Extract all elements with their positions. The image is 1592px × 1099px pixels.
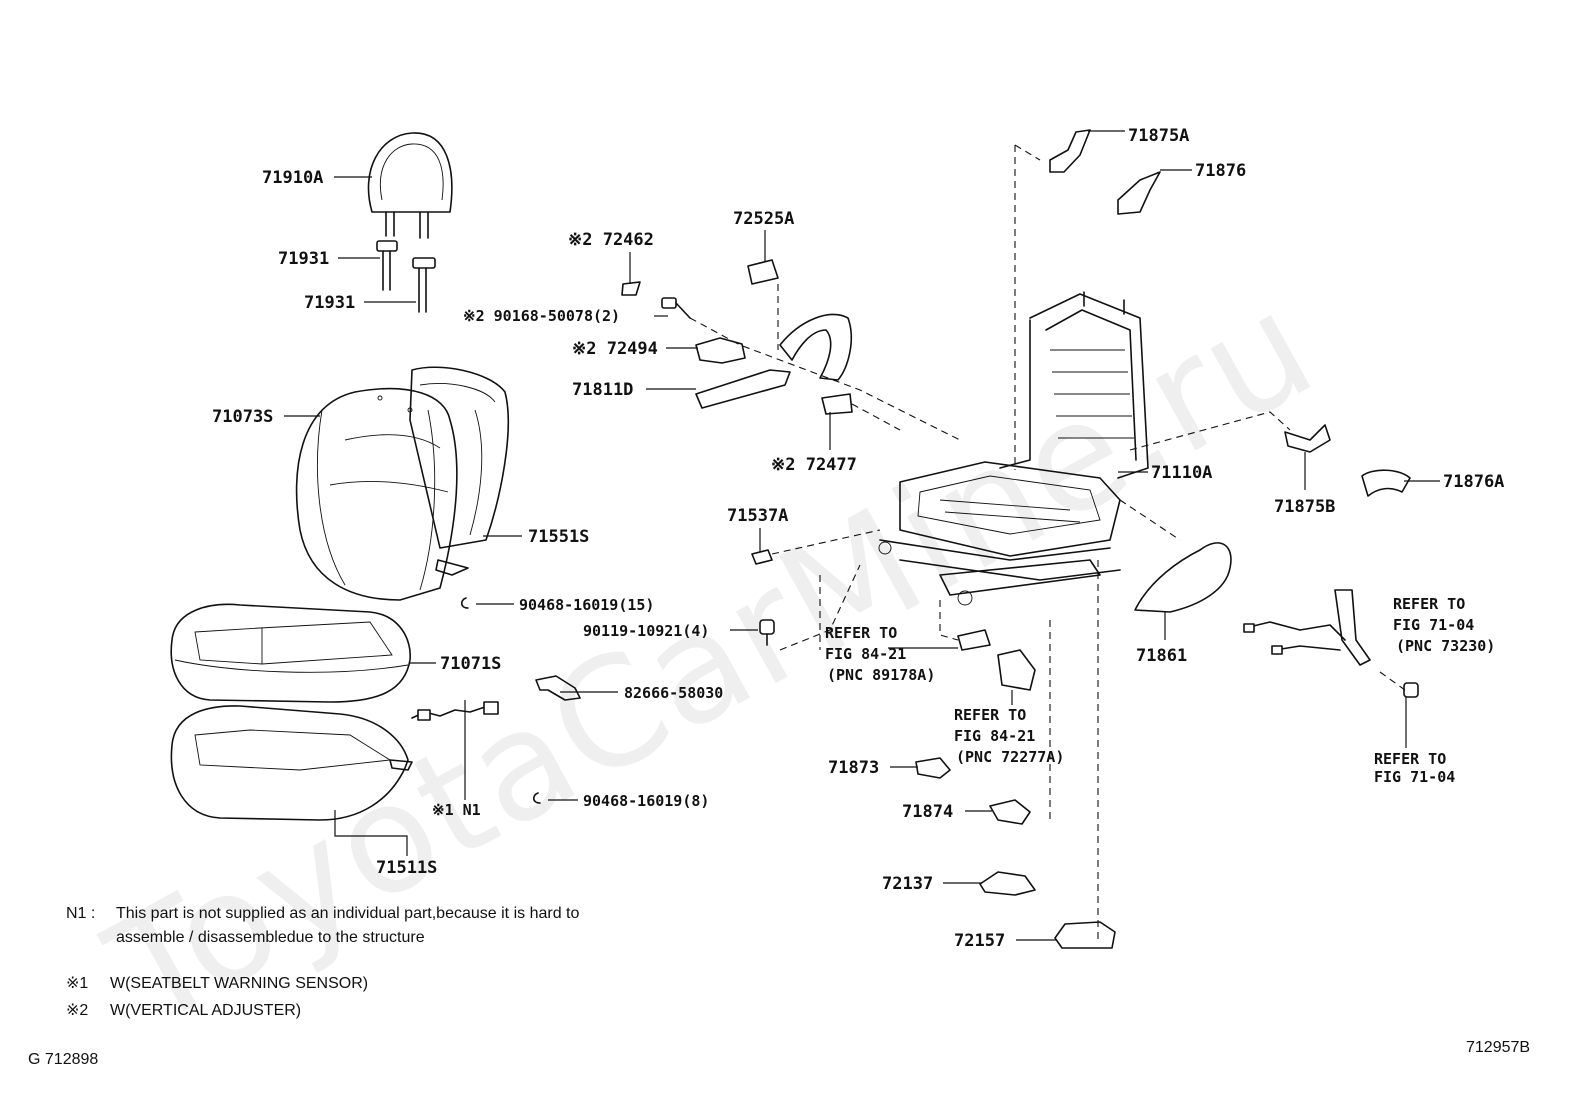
footer-left-code: G 712898 [28,1051,98,1068]
footnotes: N1 : This part is not supplied as an ind… [66,905,579,1019]
note-m1-text: W(SEATBELT WARNING SENSOR) [110,975,368,992]
label-71551S: 71551S [528,527,589,547]
label-71875A: 71875A [1128,126,1189,146]
hog-ring-8-drawing [532,792,541,804]
ref-89178A-line3: (PNC 89178A) [827,666,935,684]
label-71861: 71861 [1136,646,1187,666]
cover-72462-drawing [621,281,641,296]
ref-73230-line1: REFER TO [1393,595,1465,613]
note-n1-mark: N1 : [66,905,95,922]
label-90168: ※2 90168-50078(2) [463,307,620,325]
cushion-pad-drawing [170,705,413,821]
note-m1-mark: ※1 [66,975,88,992]
label-71876: 71876 [1195,161,1246,181]
hog-ring-15-drawing [460,597,469,609]
label-71875B: 71875B [1274,497,1335,517]
ref-73230-line2: FIG 71-04 [1393,616,1474,634]
ref-7104-line2: FIG 71-04 [1374,768,1455,786]
bolt-90119-drawing [759,619,775,646]
note-m2-text: W(VERTICAL ADJUSTER) [110,1002,301,1019]
cover-72477-drawing [821,393,853,415]
reference-73230: REFER TO FIG 71-04 (PNC 73230) [1393,595,1495,655]
ref-72277A-line1: REFER TO [954,706,1026,724]
reference-89178A: REFER TO FIG 84-21 (PNC 89178A) [825,624,935,684]
cover-71876-drawing [1117,171,1161,215]
cover-72137-drawing [979,871,1036,896]
cover-72525A-drawing [747,259,779,285]
label-71874: 71874 [902,802,953,822]
label-71931-a: 71931 [278,249,329,269]
label-90468-15: 90468-16019(15) [519,596,654,614]
label-72462: ※2 72462 [568,230,654,250]
ref-89178A-line1: REFER TO [825,624,897,642]
ref-72277A-line2: FIG 84-21 [954,727,1035,745]
headrest-guide-drawing [376,240,436,313]
cover-71875B-drawing [1284,424,1331,453]
cushion-cover-drawing [170,603,411,703]
reference-7104: REFER TO FIG 71-04 [1374,750,1455,786]
label-72157: 72157 [954,931,1005,951]
label-N1: ※1 N1 [432,801,481,819]
knob-72494-drawing [695,337,746,364]
label-82666: 82666-58030 [624,684,723,702]
ref-72277A-line3: (PNC 72277A) [956,748,1064,766]
label-71511S: 71511S [376,858,437,878]
label-72525A: 72525A [733,209,794,229]
label-90119: 90119-10921(4) [583,622,709,640]
label-71073S: 71073S [212,407,273,427]
label-72477: ※2 72477 [771,455,857,475]
cover-71876A-drawing [1361,469,1411,497]
seat-frame-drawing [878,291,1149,606]
screw-90168-drawing [661,297,691,319]
leader-lines [284,130,1440,941]
label-71873: 71873 [828,758,879,778]
seatbelt-sensor-drawing [411,701,499,721]
cover-71874-drawing [989,799,1031,825]
label-71876A: 71876A [1443,472,1504,492]
cover-72157-drawing [1054,921,1116,949]
label-71071S: 71071S [440,654,501,674]
label-71910A: 71910A [262,168,323,188]
cover-71875A-drawing [1049,129,1091,173]
headrest-drawing [367,132,453,239]
label-90468-8: 90468-16019(8) [583,792,709,810]
label-71931-b: 71931 [304,293,355,313]
shield-71861-drawing [1134,542,1232,613]
seatbelt-buckle-drawing [1243,589,1419,698]
cover-71873-drawing [915,757,951,779]
seatback-pad-drawing [409,366,510,576]
harness-89178A-drawing [957,629,991,651]
ref-89178A-line2: FIG 84-21 [825,645,906,663]
bracket-82666-drawing [535,675,581,701]
note-m2-mark: ※2 [66,1002,88,1019]
reference-72277A: REFER TO FIG 84-21 (PNC 72277A) [954,706,1064,766]
seatback-cover-drawing [295,387,458,601]
note-n1-line1: This part is not supplied as an individu… [116,905,579,922]
footer-right-code: 712957B [1466,1039,1530,1056]
recliner-cover-71811D-drawing [695,313,852,409]
assembly-dashed-lines [689,144,1406,940]
ref-7104-line1: REFER TO [1374,750,1446,768]
cap-71537A-drawing [751,549,773,565]
label-71537A: 71537A [727,506,788,526]
motor-72277A-drawing [997,649,1036,691]
label-72137: 72137 [882,874,933,894]
label-71110A: 71110A [1151,463,1212,483]
label-72494: ※2 72494 [572,339,658,359]
label-71811D: 71811D [572,380,633,400]
note-n1-line2: assemble / disassembledue to the structu… [116,929,425,946]
ref-73230-line3: (PNC 73230) [1396,637,1495,655]
